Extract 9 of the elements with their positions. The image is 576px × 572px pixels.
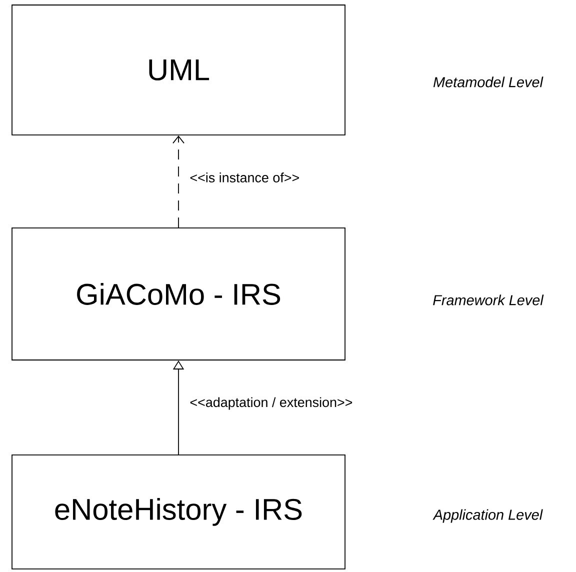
level-label: Application Level <box>432 509 543 523</box>
class-box: UML <box>12 4 346 136</box>
edge-label: <<adaptation / extension>> <box>188 396 354 411</box>
level-label: Metamodel Level <box>433 76 544 88</box>
class-box: GiACoMo - IRS <box>12 228 346 360</box>
class-box: eNoteHistory - IRS <box>12 454 346 570</box>
level-label: Framework Level <box>433 294 544 306</box>
edge-label: <<is instance of>> <box>188 172 301 184</box>
arrow <box>172 135 184 228</box>
